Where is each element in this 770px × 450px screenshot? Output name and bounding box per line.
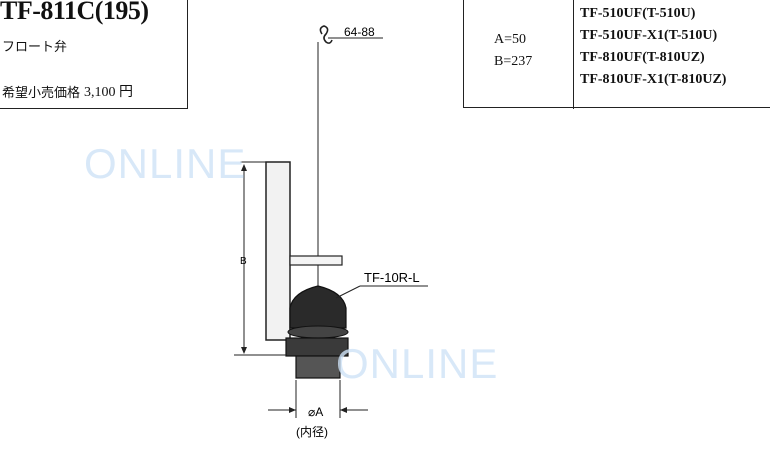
spec-b-value: B=237 [494, 54, 533, 69]
chain-hook-icon [319, 25, 333, 44]
dim-b-arrow-top [241, 164, 247, 171]
price-label: 希望小売価格 [2, 85, 81, 100]
dim-b-label: B [240, 256, 247, 267]
compatible-model: TF-810UF(T-810UZ) [580, 50, 705, 65]
dim-a-sublabel: (内径) [296, 425, 328, 439]
compatible-model: TF-810UF-X1(T-810UZ) [580, 72, 727, 87]
valve-nut [295, 355, 341, 379]
compatible-model: TF-510UF(T-510U) [580, 6, 696, 21]
product-info-box: TF-811C(195) フロート弁 希望小売価格 3,100 円 [0, 0, 188, 109]
part-label: TF-10R-L [364, 270, 420, 285]
dim-a-label: ⌀A [308, 405, 323, 419]
overflow-pipe [265, 161, 291, 341]
chain-label: 64-88 [344, 25, 375, 39]
arm-bracket [289, 255, 343, 266]
watermark-top: ONLINE [84, 140, 247, 187]
compatible-model-list: TF-510UF(T-510U) TF-510UF-X1(T-510U) TF-… [580, 3, 726, 91]
float-valve-body [289, 285, 347, 329]
valve-seal [287, 325, 349, 339]
spec-divider [573, 0, 574, 109]
compatible-model: TF-510UF-X1(T-510U) [580, 28, 718, 43]
price-value: 3,100 円 [84, 85, 133, 100]
spec-table: A=50 B=237 TF-510UF(T-510U) TF-510UF-X1(… [463, 0, 770, 109]
dim-a-arrow-left [289, 407, 296, 413]
model-number: TF-811C(195) [0, 0, 149, 25]
spec-a-value: A=50 [494, 32, 527, 47]
dim-b-arrow-bottom [241, 347, 247, 354]
part-label-leader [335, 285, 361, 299]
product-name: フロート弁 [2, 39, 68, 54]
watermark-bottom: ONLINE [336, 340, 499, 387]
dim-a-arrow-right [340, 407, 347, 413]
